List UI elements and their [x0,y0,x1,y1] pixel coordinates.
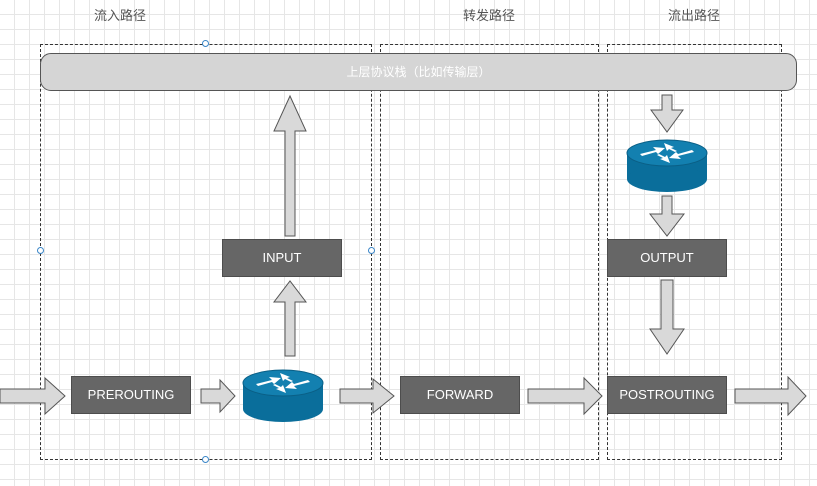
resize-handle-top[interactable] [202,40,209,47]
upper-protocol-stack[interactable]: 上层协议栈（比如传输层） [40,53,797,91]
chain-input[interactable]: INPUT [222,239,342,277]
arrow-icon[interactable] [0,376,66,416]
arrow-icon[interactable] [273,94,307,237]
section-label-outbound: 流出路径 [667,9,720,24]
chain-postrouting[interactable]: POSTROUTING [607,376,727,414]
arrow-icon[interactable] [527,376,603,416]
arrow-icon[interactable] [200,378,236,414]
resize-handle-right[interactable] [368,247,375,254]
arrow-icon[interactable] [272,280,308,357]
section-label-inbound: 流入路径 [93,9,146,24]
resize-handle-bottom[interactable] [202,456,209,463]
arrow-icon[interactable] [648,195,686,237]
chain-forward[interactable]: FORWARD [400,376,520,414]
arrow-icon[interactable] [650,94,684,133]
resize-handle-left[interactable] [37,247,44,254]
chain-output[interactable]: OUTPUT [607,239,727,277]
arrow-icon[interactable] [734,375,807,417]
section-label-forward: 转发路径 [462,9,515,24]
router-icon[interactable] [626,139,708,193]
forward-path-region[interactable] [380,44,599,460]
arrow-icon[interactable] [339,377,395,415]
arrow-icon[interactable] [649,279,685,355]
chain-prerouting[interactable]: PREROUTING [71,376,191,414]
router-icon[interactable] [242,369,324,423]
